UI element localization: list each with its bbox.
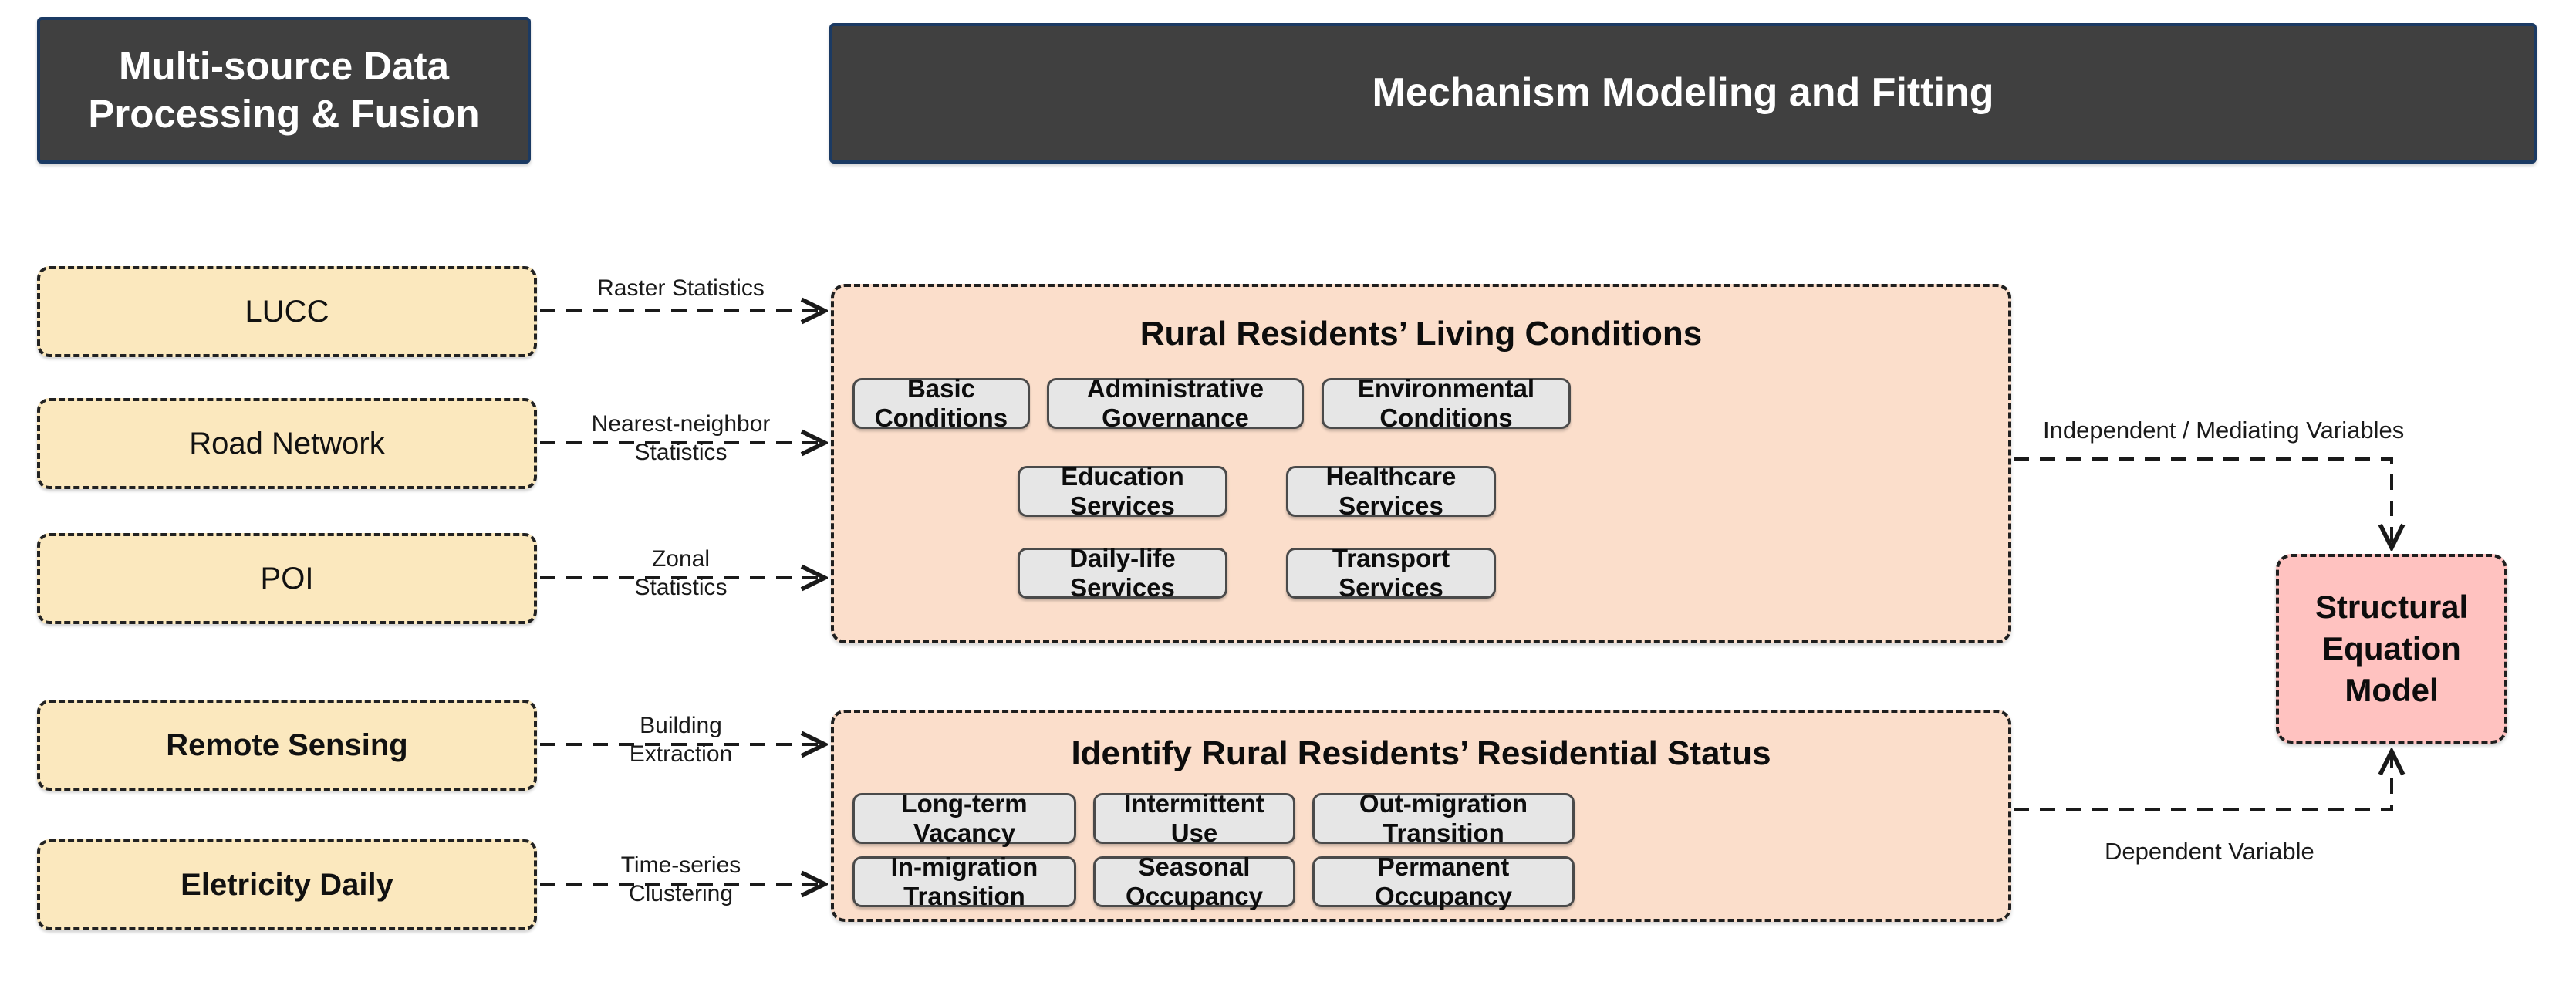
structural-equation-model-box[interactable]: Structural Equation Model <box>2276 554 2507 744</box>
source-box-remote-sensing[interactable]: Remote Sensing <box>37 700 537 791</box>
connector-label-nearest-neighbor-statistics: Nearest-neighbor Statistics <box>591 411 771 465</box>
banner-right-text: Mechanism Modeling and Fitting <box>1372 70 1994 116</box>
panel-living-conditions: Rural Residents’ Living Conditions Basic… <box>831 284 2011 643</box>
chip-administrative-governance[interactable]: Administrative Governance <box>1047 374 1304 432</box>
source-label: Remote Sensing <box>166 727 408 762</box>
chip-long-term-vacancy[interactable]: Long-term Vacancy <box>852 789 1076 847</box>
banner-left-text: Multi-source Data Processing & Fusion <box>88 43 480 136</box>
sem-label: Structural Equation Model <box>2314 589 2469 708</box>
chip-environmental-conditions[interactable]: Environmental Conditions <box>1322 374 1571 432</box>
connector-label-building-extraction: Building Extraction <box>629 713 733 767</box>
banner-multi-source-data: Multi-source Data Processing & Fusion <box>37 17 531 164</box>
banner-mechanism-modeling: Mechanism Modeling and Fitting <box>829 23 2537 164</box>
source-box-eletricity-daily[interactable]: Eletricity Daily <box>37 839 537 930</box>
source-box-road-network[interactable]: Road Network <box>37 398 537 489</box>
source-label: Road Network <box>189 426 385 461</box>
chip-healthcare-services[interactable]: Healthcare Services <box>1286 462 1496 520</box>
chip-education-services[interactable]: Education Services <box>1018 462 1227 520</box>
source-box-lucc[interactable]: LUCC <box>37 266 537 357</box>
chip-out-migration-transition[interactable]: Out-migration Transition <box>1312 789 1575 847</box>
source-label: LUCC <box>245 294 329 329</box>
source-box-poi[interactable]: POI <box>37 533 537 624</box>
edge-label-dependent-variable: Dependent Variable <box>2105 838 2314 865</box>
edge-label-independent-mediating-variables: Independent / Mediating Variables <box>2043 417 2405 444</box>
chip-in-migration-transition[interactable]: In-migration Transition <box>852 852 1076 910</box>
chip-seasonal-occupancy[interactable]: Seasonal Occupancy <box>1093 852 1295 910</box>
edge-independent-variables <box>2014 457 2392 545</box>
connector-label-raster-statistics: Raster Statistics <box>597 275 765 301</box>
chip-basic-conditions[interactable]: Basic Conditions <box>852 374 1030 432</box>
panel-title-living-conditions: Rural Residents’ Living Conditions <box>1139 315 1703 353</box>
panel-title-residential-status: Identify Rural Residents’ Residential St… <box>1071 734 1771 772</box>
chip-transport-services[interactable]: Transport Services <box>1286 544 1496 602</box>
connector-label-zonal-statistics: Zonal Statistics <box>634 546 728 600</box>
source-label: Eletricity Daily <box>181 867 393 902</box>
connector-label-time-series-clustering: Time-series Clustering <box>620 852 741 906</box>
panel-residential-status: Identify Rural Residents’ Residential St… <box>831 710 2011 922</box>
chip-daily-life-services[interactable]: Daily-life Services <box>1018 544 1227 602</box>
chip-intermittent-use[interactable]: Intermittent Use <box>1093 789 1295 847</box>
edge-dependent-variable <box>2014 754 2392 811</box>
chip-permanent-occupancy[interactable]: Permanent Occupancy <box>1312 852 1575 910</box>
source-label: POI <box>260 561 314 596</box>
